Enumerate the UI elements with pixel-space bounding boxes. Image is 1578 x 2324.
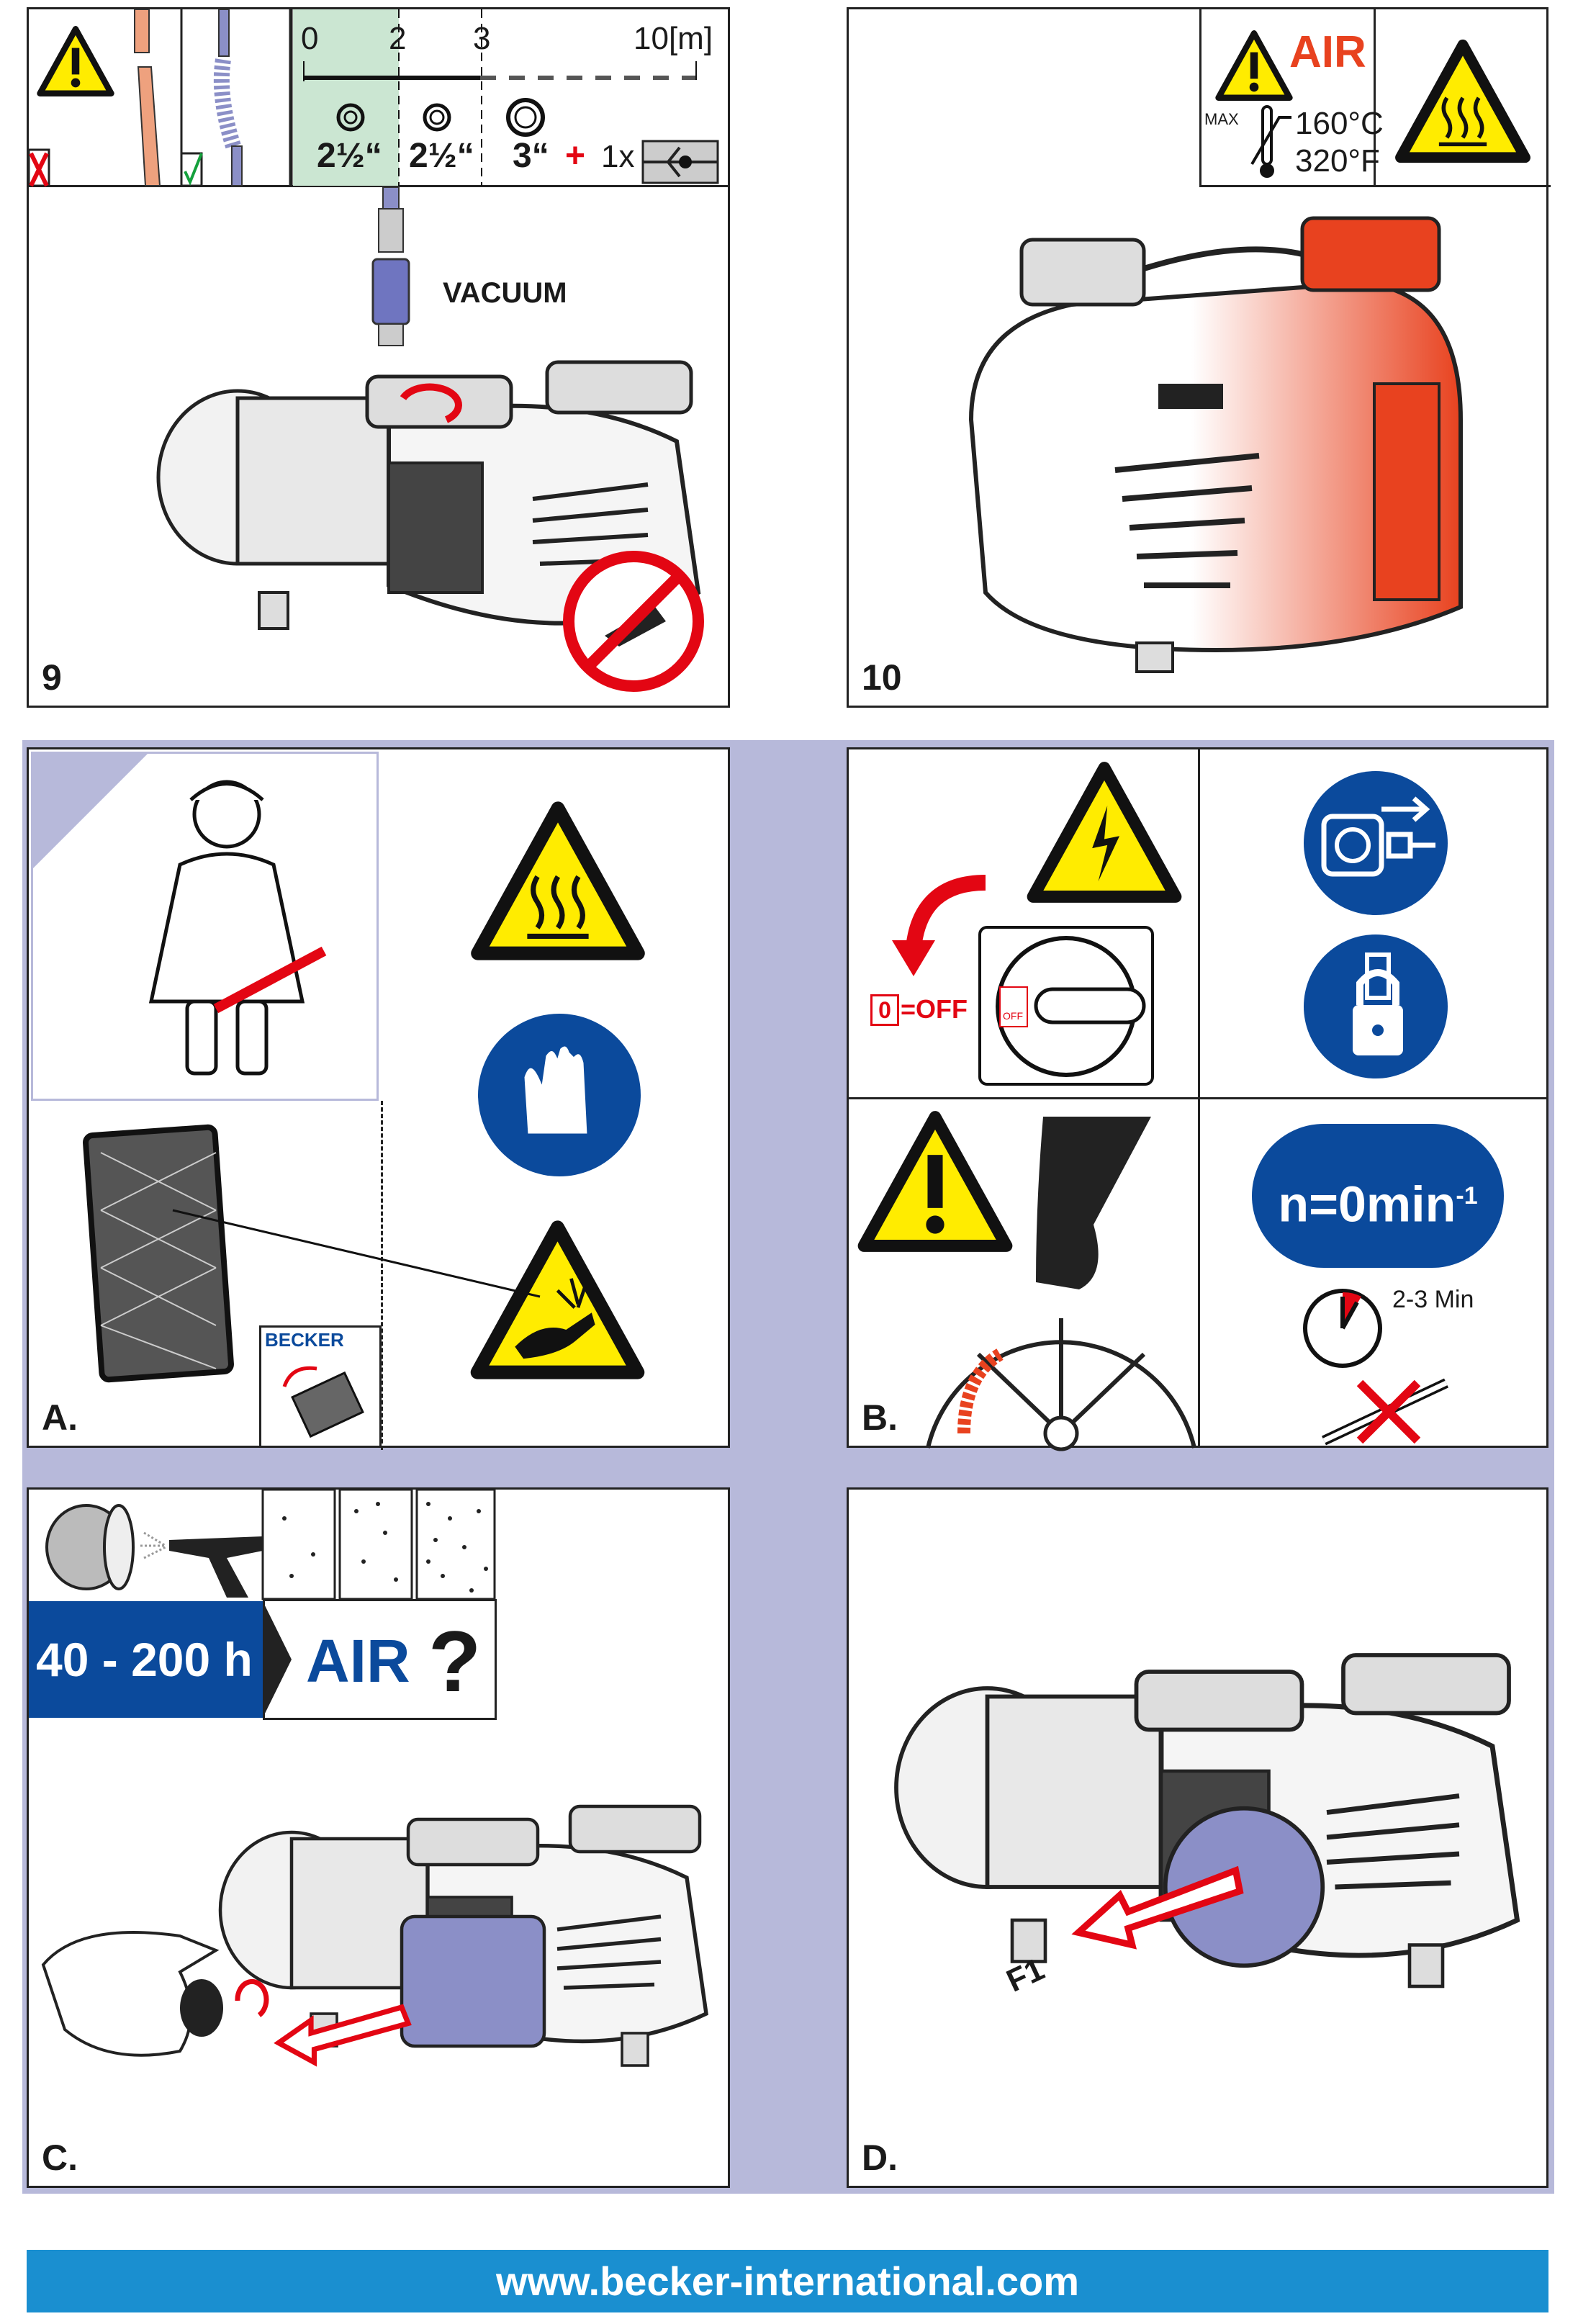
hot-surface-box bbox=[1374, 7, 1551, 187]
valve-count: 1x bbox=[601, 139, 635, 174]
size-label-3: 3“ bbox=[513, 137, 549, 175]
check-valve-icon bbox=[641, 140, 719, 184]
pump-filter-removal-illustration bbox=[194, 1778, 713, 2094]
scale-label-0: 0 bbox=[301, 21, 319, 56]
rigid-pipe-wrong-icon bbox=[27, 9, 183, 187]
filter-change-icon bbox=[282, 1366, 364, 1438]
electric-hazard-icon bbox=[1025, 760, 1184, 904]
pointer-line bbox=[172, 1209, 541, 1298]
lockout-icon bbox=[1304, 934, 1448, 1078]
filter-cartridge-icon bbox=[45, 1504, 135, 1590]
rotate-arrow-icon bbox=[400, 383, 462, 423]
air-gun-icon bbox=[140, 1531, 263, 1598]
panel-b-shutdown: 0 =OFF OFF n=0min-1 2-3 Min B. bbox=[847, 747, 1548, 1451]
scale-label-3: 3 bbox=[473, 21, 491, 56]
main-switch-icon bbox=[978, 926, 1154, 1086]
interval-hours-badge: 40 - 200 h bbox=[29, 1601, 263, 1718]
arrow-right-icon bbox=[263, 1601, 292, 1718]
technician-icon bbox=[148, 780, 327, 1076]
timer-icon bbox=[1303, 1289, 1382, 1368]
becker-brand: BECKER bbox=[265, 1329, 344, 1351]
temperature-celsius: 160°C bbox=[1295, 106, 1384, 141]
technician-box bbox=[31, 752, 379, 1101]
warning-icon bbox=[1214, 30, 1294, 102]
no-wrench-icon bbox=[1322, 1378, 1448, 1446]
speed-zero-badge: n=0min-1 bbox=[1252, 1124, 1504, 1268]
off-label: =OFF bbox=[901, 994, 968, 1024]
size-label-1: 2½“ bbox=[317, 137, 382, 175]
pipe-size-icon bbox=[336, 98, 545, 137]
air-label: AIR bbox=[1289, 27, 1366, 77]
website-link[interactable]: www.becker-international.com bbox=[495, 2258, 1080, 2304]
disconnect-plug-icon bbox=[1304, 771, 1448, 915]
vacuum-label: VACUUM bbox=[443, 277, 567, 309]
recommended-zone bbox=[293, 9, 399, 186]
warning-icon bbox=[856, 1109, 1014, 1253]
plus-sign: + bbox=[565, 137, 586, 175]
becker-filter-box bbox=[259, 1325, 382, 1448]
switch-off-label: OFF bbox=[1003, 1010, 1023, 1022]
no-grinding-icon bbox=[563, 551, 704, 692]
warning-icon bbox=[36, 25, 115, 97]
panel-label-b: B. bbox=[862, 1397, 898, 1438]
panel-label-c: C. bbox=[42, 2138, 78, 2178]
panel-label-d: D. bbox=[862, 2138, 898, 2178]
step-number-10: 10 bbox=[862, 657, 902, 698]
hot-surface-icon bbox=[1394, 38, 1531, 164]
hand-holding-cap-icon bbox=[41, 1931, 269, 2057]
temperature-fahrenheit: 320°F bbox=[1295, 143, 1380, 179]
air-condition-box bbox=[263, 1599, 497, 1720]
scale-unit: [m] bbox=[668, 21, 713, 56]
dust-level-icon bbox=[261, 1488, 496, 1600]
corner-marker bbox=[31, 752, 150, 870]
distance-scale bbox=[303, 9, 697, 186]
turn-off-arrow-icon bbox=[892, 875, 986, 976]
hand-fan-hazard-icon bbox=[926, 1117, 1196, 1451]
vacuum-connector-icon bbox=[371, 186, 410, 346]
flexible-hose-correct-icon bbox=[180, 9, 293, 187]
pump-filter-f1-illustration bbox=[863, 1634, 1525, 2008]
off-zero-box: 0 bbox=[870, 994, 899, 1026]
speed-unit-exponent: -1 bbox=[1456, 1182, 1478, 1210]
filter-mesh-icon bbox=[83, 1124, 234, 1383]
scale-label-10-value: 10 bbox=[634, 21, 669, 56]
temperature-box bbox=[1199, 7, 1376, 187]
pump-hot-zones-illustration bbox=[968, 216, 1463, 673]
hot-surface-icon bbox=[468, 800, 648, 962]
panel-9-piping: 0 2 3 10[m] 2½“ 2½“ 3“ + 1x VACUUM 9 bbox=[27, 7, 730, 708]
gloves-icon bbox=[478, 1014, 641, 1176]
air-label: AIR bbox=[306, 1627, 410, 1695]
speed-label: n=0min bbox=[1278, 1176, 1456, 1233]
panel-d-filter-removal: F1 D. bbox=[847, 1487, 1548, 2188]
pump-illustration bbox=[130, 355, 705, 657]
wait-time-label: 2-3 Min bbox=[1392, 1286, 1474, 1313]
grid-divider-horizontal bbox=[849, 1097, 1547, 1099]
panel-10-hot-air: AIR MAX 160°C 320°F 10 bbox=[847, 7, 1551, 708]
sharp-edge-hand-icon bbox=[469, 1219, 646, 1381]
scale-label-2: 2 bbox=[389, 21, 407, 56]
scale-label-10: 10[m] bbox=[634, 21, 713, 57]
panel-a-safety: BECKER A. bbox=[27, 747, 730, 1450]
panel-c-filter-cleaning: 40 - 200 h AIR ? C. bbox=[27, 1487, 730, 2188]
divider-dashed bbox=[381, 1101, 383, 1450]
max-label: MAX bbox=[1204, 110, 1239, 128]
website-footer: www.becker-international.com bbox=[27, 2250, 1548, 2312]
size-label-2: 2½“ bbox=[409, 137, 474, 175]
piping-legend bbox=[27, 7, 730, 187]
thermometer-icon bbox=[1250, 105, 1291, 178]
panel-label-a: A. bbox=[42, 1397, 78, 1438]
question-mark: ? bbox=[428, 1613, 482, 1710]
step-number-9: 9 bbox=[42, 657, 62, 698]
